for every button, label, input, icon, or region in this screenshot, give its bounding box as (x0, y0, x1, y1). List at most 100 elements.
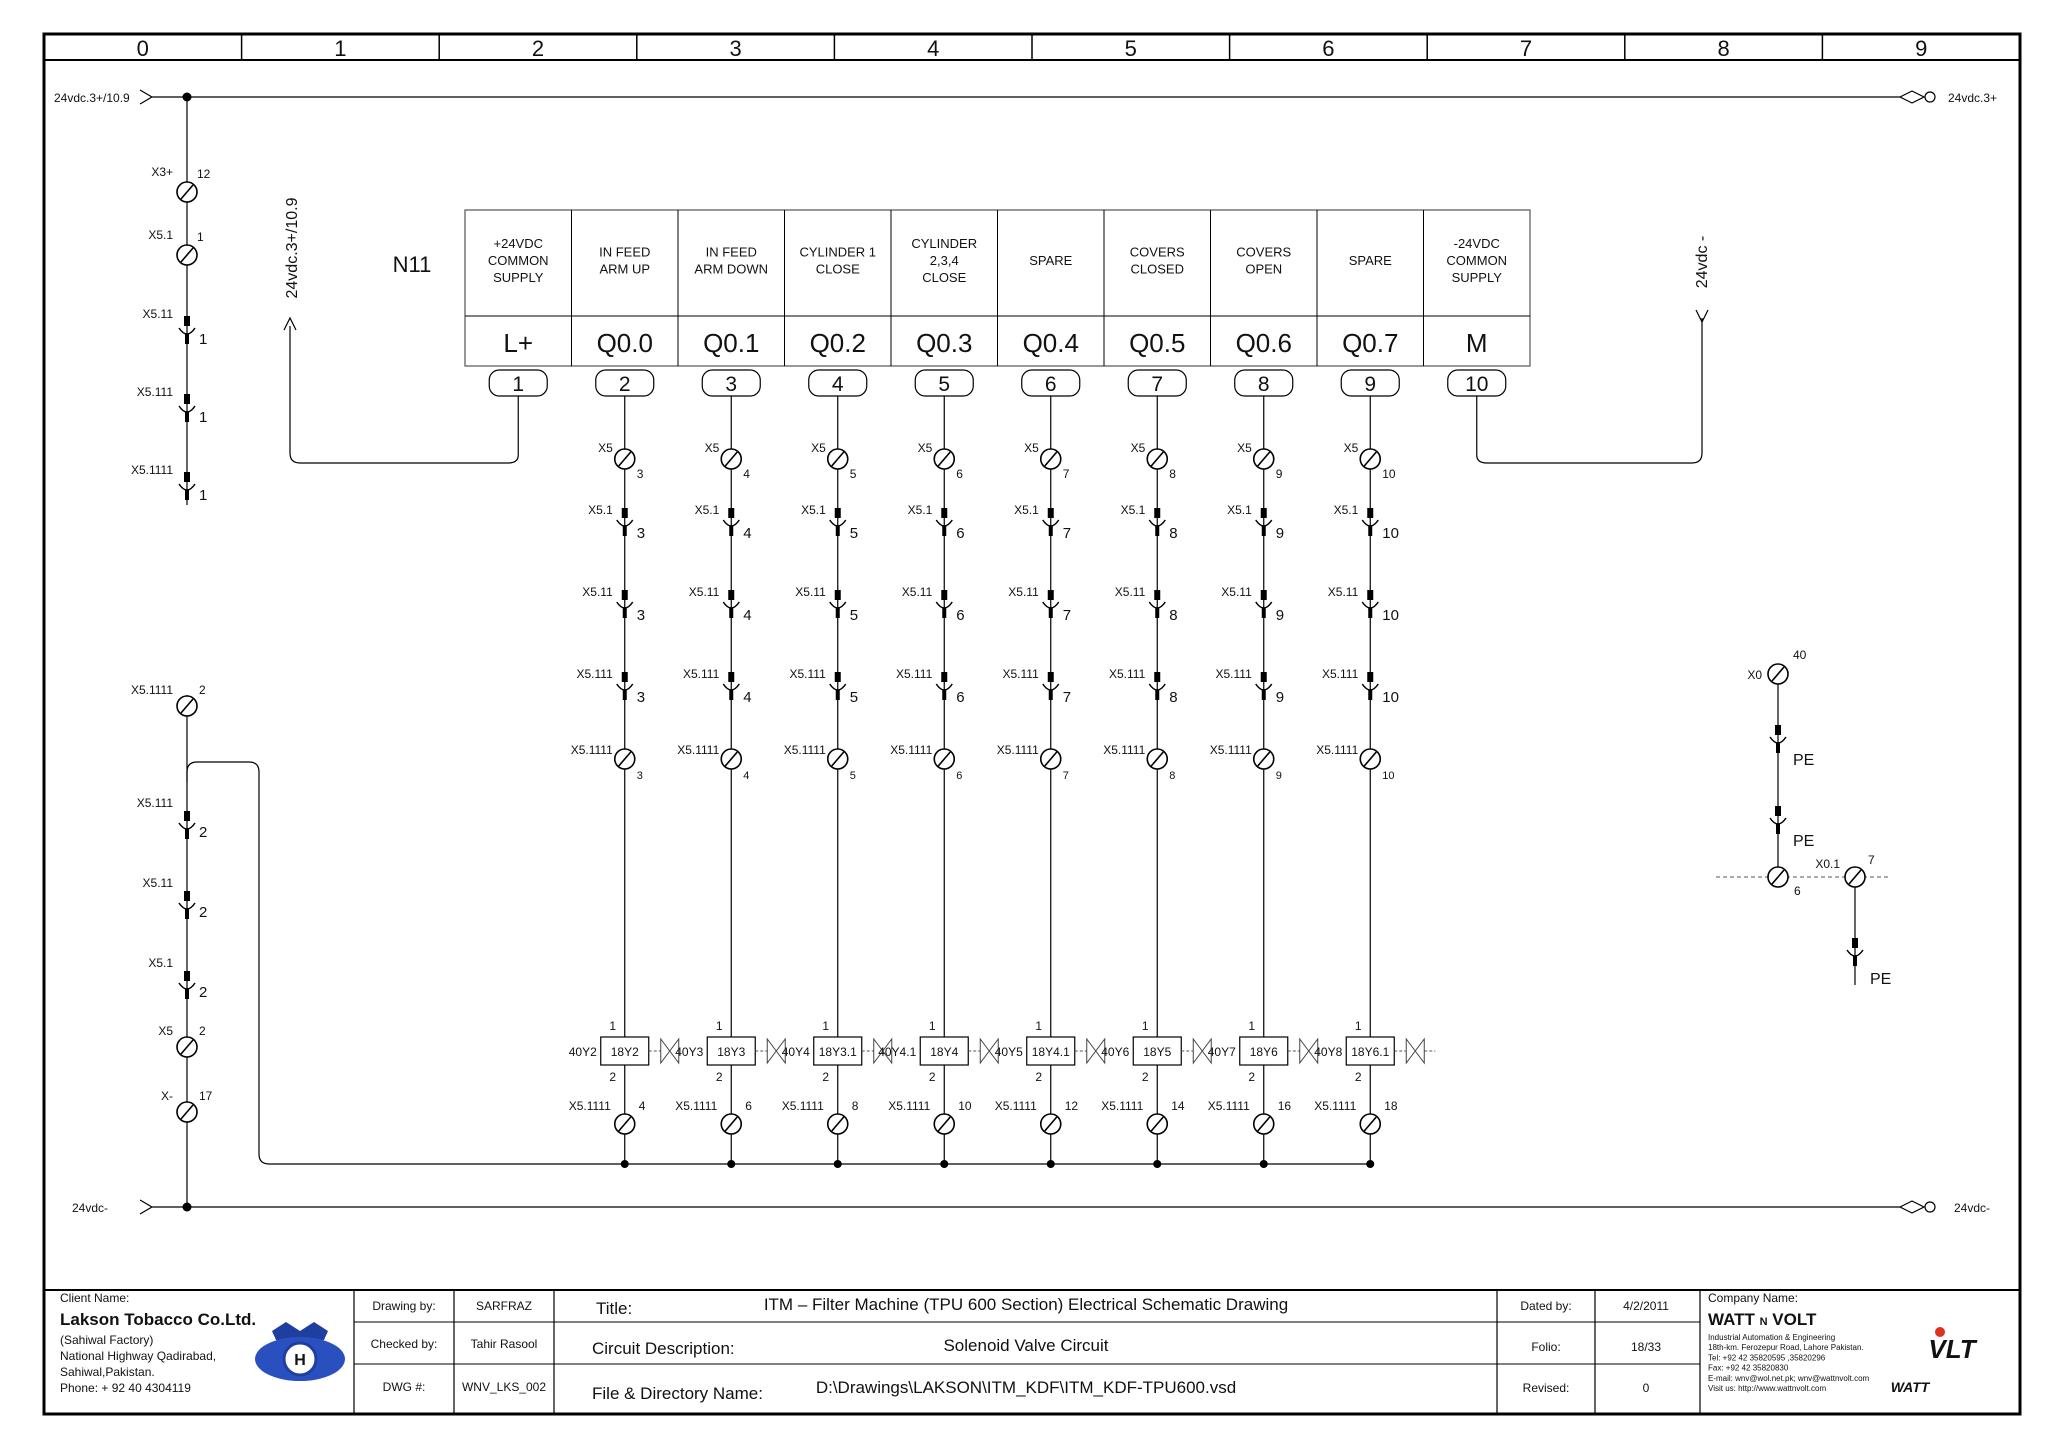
plug-x511 (1148, 590, 1166, 618)
coil-pin-bottom: 2 (609, 1070, 616, 1084)
client-label: Client Name: (60, 1291, 129, 1305)
plug-x5111 (1042, 672, 1060, 700)
terminal-slash (1363, 1116, 1377, 1132)
drawing-title: ITM – Filter Machine (TPU 600 Section) E… (764, 1295, 1288, 1314)
plug-x5111 (1255, 672, 1273, 700)
terminal-number: 8 (1169, 525, 1177, 542)
terminal-number: 4 (743, 770, 749, 782)
valve-symbol (873, 1037, 893, 1065)
client-line: National Highway Qadirabad, (60, 1349, 216, 1363)
plug-stub (622, 608, 627, 618)
terminal-slash (724, 451, 738, 467)
terminal-slash (180, 1039, 194, 1055)
left-bottom-plug (178, 971, 196, 999)
plug-x51 (1361, 508, 1379, 536)
coil-tag: 18Y5 (1143, 1045, 1171, 1059)
terminal-slash (937, 451, 951, 467)
terminal-name: X0 (1747, 668, 1762, 682)
plug-stub (1853, 956, 1857, 966)
coil-pin-top: 1 (1142, 1019, 1149, 1033)
terminal-x5111 (1146, 748, 1169, 770)
terminal-name: X5.1 (1227, 503, 1252, 517)
terminal-number: 6 (956, 689, 964, 706)
plug-pin (941, 590, 948, 600)
terminal-x5111 (933, 748, 956, 770)
logo-dot (1935, 1327, 1945, 1337)
terminal-name: X5.1111 (131, 463, 173, 477)
terminal-return (1359, 1113, 1382, 1135)
terminal-slash (724, 751, 738, 767)
plug-stub (729, 690, 734, 700)
terminal-name: X5.111 (683, 667, 720, 681)
folio-value: 18/33 (1631, 1340, 1661, 1354)
plc-pin-number: 2 (619, 373, 631, 396)
terminal-slash (180, 698, 194, 714)
terminal-number: 7 (1063, 525, 1071, 542)
plug-pin (184, 472, 190, 482)
plug-x511 (1042, 590, 1060, 618)
plug-pin (1047, 672, 1054, 682)
terminal-slash (1150, 1116, 1164, 1132)
terminal-name: X5.1 (908, 503, 933, 517)
client-line: Sahiwal,Pakistan. (60, 1365, 155, 1379)
terminal-name: X5.11 (902, 585, 933, 599)
plc-channel-desc: SUPPLY (1452, 270, 1503, 285)
coil-pin-top: 1 (609, 1019, 616, 1033)
plug-x511 (829, 590, 847, 618)
rail-arrow-in (139, 1199, 187, 1215)
column-number: 8 (1717, 36, 1729, 61)
revised-label: Revised: (1523, 1381, 1570, 1395)
lplus-feed-route (289, 326, 519, 464)
plug-stub (942, 690, 947, 700)
plug-pin (1367, 508, 1374, 518)
terminal-number: 6 (956, 467, 963, 481)
coil-tag: 18Y3.1 (819, 1045, 857, 1059)
plc-channel-address: Q0.6 (1236, 328, 1292, 358)
file-path: D:\Drawings\LAKSON\ITM_KDF\ITM_KDF-TPU60… (816, 1378, 1236, 1397)
terminal-number: 4 (743, 525, 751, 542)
plug-x51 (616, 508, 634, 536)
terminal-number: 2 (199, 984, 207, 1001)
terminal-number: 10 (958, 1099, 972, 1113)
terminal-slash (831, 1116, 845, 1132)
column-number: 1 (334, 36, 346, 61)
company-line: Visit us: http://www.wattnvolt.com (1708, 1384, 1826, 1393)
plc-pin-number: 5 (938, 373, 950, 396)
plug-x511 (722, 590, 740, 618)
plug-x511 (1361, 590, 1379, 618)
pe-label: PE (1870, 971, 1891, 988)
company-line: 18th-km. Ferozepur Road, Lahore Pakistan… (1708, 1343, 1864, 1352)
plug-pin (941, 672, 948, 682)
terminal-number: 1 (199, 409, 207, 426)
terminal-name: X5.11 (1115, 585, 1146, 599)
plug-stub (622, 690, 627, 700)
plug-stub (1155, 690, 1160, 700)
plug-pin (184, 891, 190, 901)
terminal-number: 7 (1063, 689, 1071, 706)
company-line: Industrial Automation & Engineering (1708, 1333, 1835, 1342)
plc-channel-address: Q0.3 (916, 328, 972, 358)
terminal-number: 10 (1382, 467, 1396, 481)
terminal-name: X5 (811, 441, 826, 455)
title-label: Title: (596, 1299, 632, 1318)
plug-stub (1155, 608, 1160, 618)
plc-channel-desc: COVERS (1236, 245, 1291, 260)
right-feed-label: 24vdc - (1694, 236, 1711, 288)
terminal-slash (1363, 751, 1377, 767)
circuit-branch: X53X5.13X5.113X5.1113X5.1111318Y21240Y2X… (569, 396, 680, 1168)
terminal-return (613, 1113, 636, 1135)
coil-tag: 18Y4 (930, 1045, 958, 1059)
terminal-x5111 (1039, 748, 1062, 770)
client-line: Phone: + 92 40 4304119 (60, 1381, 191, 1395)
plc-channel-desc: CLOSE (922, 270, 966, 285)
terminal-number: 9 (1276, 770, 1282, 782)
terminal-slash (618, 751, 632, 767)
terminal-number: 3 (637, 525, 645, 542)
terminal-number: 3 (637, 607, 645, 624)
terminal-x5 (720, 448, 743, 470)
terminal-number: 16 (1278, 1099, 1292, 1113)
terminal-slash (618, 451, 632, 467)
plc-channel-desc: OPEN (1245, 262, 1282, 277)
terminal-name: X5 (1024, 441, 1039, 455)
coil-pin-top: 1 (1248, 1019, 1255, 1033)
